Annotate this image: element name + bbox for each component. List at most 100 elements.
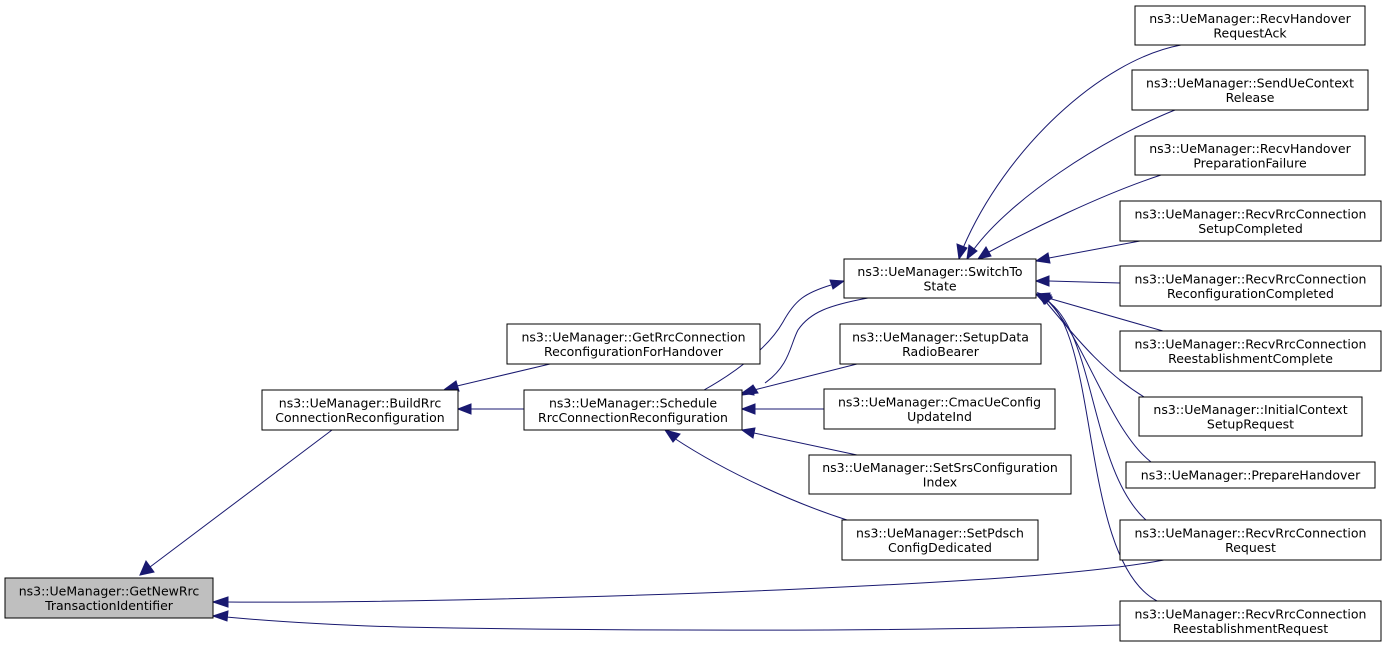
edge-set_srs-to-schedule_rrc <box>740 427 858 456</box>
edge-line <box>225 559 1165 603</box>
edge-cmac_ue_config-to-schedule_rrc <box>740 403 824 415</box>
node-label-line: ns3::UeManager::PrepareHandover <box>1141 468 1361 483</box>
node-box[interactable] <box>1119 265 1382 307</box>
arrowhead-icon <box>740 427 756 439</box>
node-recv_rrc_setup_cmpl[interactable]: ns3::UeManager::RecvRrcConnectionSetupCo… <box>1119 200 1382 242</box>
edge-line <box>988 174 1162 253</box>
node-box[interactable] <box>823 388 1056 430</box>
node-box[interactable] <box>1119 200 1382 242</box>
node-box[interactable] <box>261 389 459 431</box>
edge-schedule_rrc-to-switch_to_state <box>703 279 846 391</box>
edge-line <box>753 363 858 391</box>
arrowhead-icon <box>956 243 968 261</box>
node-label-line: ns3::UeManager::RecvRrcConnection <box>1135 336 1367 351</box>
node-box[interactable] <box>1119 600 1382 642</box>
node-label-line: ns3::UeManager::SendUeContext <box>1146 75 1354 90</box>
node-recv_ho_prep_fail[interactable]: ns3::UeManager::RecvHandoverPreparationF… <box>1134 135 1366 176</box>
edge-line <box>1047 300 1152 463</box>
edge-recv_rrc_reconf_cmpl-to-switch_to_state <box>1034 275 1121 287</box>
edge-send_ue_ctx_rel-to-switch_to_state <box>966 109 1176 261</box>
node-recv_rrc_reest_cmpl[interactable]: ns3::UeManager::RecvRrcConnectionReestab… <box>1119 330 1382 372</box>
edge-line <box>1048 240 1141 259</box>
node-build_rrc[interactable]: ns3::UeManager::BuildRrcConnectionReconf… <box>261 389 459 431</box>
node-box[interactable] <box>1119 519 1382 561</box>
node-schedule_rrc[interactable]: ns3::UeManager::ScheduleRrcConnectionRec… <box>523 389 743 431</box>
node-label-line: ConfigDedicated <box>888 540 992 555</box>
node-label-line: ReconfigurationForHandover <box>544 344 724 359</box>
edge-line <box>764 297 869 384</box>
arrowhead-icon <box>976 246 992 260</box>
node-label-line: ns3::UeManager::RecvRrcConnection <box>1135 525 1367 540</box>
node-label-line: State <box>923 278 956 293</box>
node-box[interactable] <box>1134 135 1366 176</box>
node-label-line: ns3::UeManager::RecvRrcConnection <box>1135 606 1367 621</box>
edge-recv_ho_req_ack-to-switch_to_state <box>956 44 1182 261</box>
edge-recv_rrc_reest_req-to-get_new_rrc <box>211 610 1121 631</box>
node-recv_rrc_reconf_cmpl[interactable]: ns3::UeManager::RecvRrcConnectionReconfi… <box>1119 265 1382 307</box>
edge-line <box>1045 299 1147 521</box>
node-label-line: ns3::UeManager::InitialContext <box>1153 402 1347 417</box>
arrowhead-icon <box>663 429 681 443</box>
node-label-line: ns3::UeManager::RecvRrcConnection <box>1135 271 1367 286</box>
node-box[interactable] <box>808 454 1072 495</box>
node-label-line: Index <box>923 474 957 489</box>
edge-build_rrc-to-get_new_rrc <box>139 429 333 576</box>
arrowhead-icon <box>966 244 978 261</box>
node-label-line: ns3::UeManager::RecvHandover <box>1149 11 1351 26</box>
node-label-line: ns3::UeManager::GetRrcConnection <box>521 329 745 344</box>
node-box[interactable] <box>1134 5 1366 46</box>
node-box[interactable] <box>843 258 1037 299</box>
node-label-line: ns3::UeManager::RecvRrcConnection <box>1135 206 1367 221</box>
node-prepare_ho[interactable]: ns3::UeManager::PrepareHandover <box>1125 461 1376 489</box>
node-recv_rrc_reest_req[interactable]: ns3::UeManager::RecvRrcConnectionReestab… <box>1119 600 1382 642</box>
edge-line <box>973 109 1176 250</box>
arrowhead-icon <box>139 559 155 576</box>
root-node-box[interactable] <box>4 577 214 619</box>
edge-line <box>962 44 1182 249</box>
node-label-line: RrcConnectionReconfiguration <box>538 410 728 425</box>
edge-line <box>673 437 848 521</box>
node-box[interactable] <box>1125 461 1376 489</box>
node-label-line: ReconfigurationCompleted <box>1167 286 1334 301</box>
node-box[interactable] <box>839 323 1042 365</box>
edge-line <box>456 363 551 387</box>
node-box[interactable] <box>506 323 761 365</box>
node-get_rrc_ho[interactable]: ns3::UeManager::GetRrcConnectionReconfig… <box>506 323 761 365</box>
edge-recv_rrc_reest_req-to-switch_to_state <box>1034 293 1158 602</box>
node-label-line: ReestablishmentRequest <box>1173 621 1328 636</box>
arrowhead-icon <box>740 403 756 415</box>
node-label-line: UpdateInd <box>907 409 972 424</box>
node-label-line: ns3::UeManager::BuildRrc <box>279 395 442 410</box>
node-box[interactable] <box>1138 396 1363 437</box>
node-get_new_rrc[interactable]: ns3::UeManager::GetNewRrcTransactionIden… <box>4 577 214 619</box>
edge-line <box>1045 298 1158 602</box>
node-initial_ctx_setup[interactable]: ns3::UeManager::InitialContextSetupReque… <box>1138 396 1363 437</box>
node-label-line: RadioBearer <box>902 344 980 359</box>
edge-get_rrc_ho-to-build_rrc <box>443 363 551 392</box>
arrowhead-icon <box>740 385 755 396</box>
arrowhead-icon <box>211 596 229 608</box>
arrowhead-icon <box>211 610 229 622</box>
node-label-line: TransactionIdentifier <box>44 598 174 613</box>
arrowhead-icon <box>829 279 846 290</box>
edge-recv_rrc_req-to-get_new_rrc <box>211 559 1165 608</box>
node-box[interactable] <box>841 519 1039 561</box>
node-label-line: Request <box>1225 540 1276 555</box>
node-box[interactable] <box>1119 330 1382 372</box>
node-box[interactable] <box>1131 69 1369 111</box>
node-box[interactable] <box>523 389 743 431</box>
node-label-line: ns3::UeManager::SetPdsch <box>856 525 1024 540</box>
node-label-line: ns3::UeManager::SwitchTo <box>857 264 1022 279</box>
edge-set_pdsch-to-schedule_rrc <box>663 429 848 521</box>
node-label-line: ReestablishmentComplete <box>1168 351 1333 366</box>
arrowhead-icon <box>1034 252 1051 264</box>
